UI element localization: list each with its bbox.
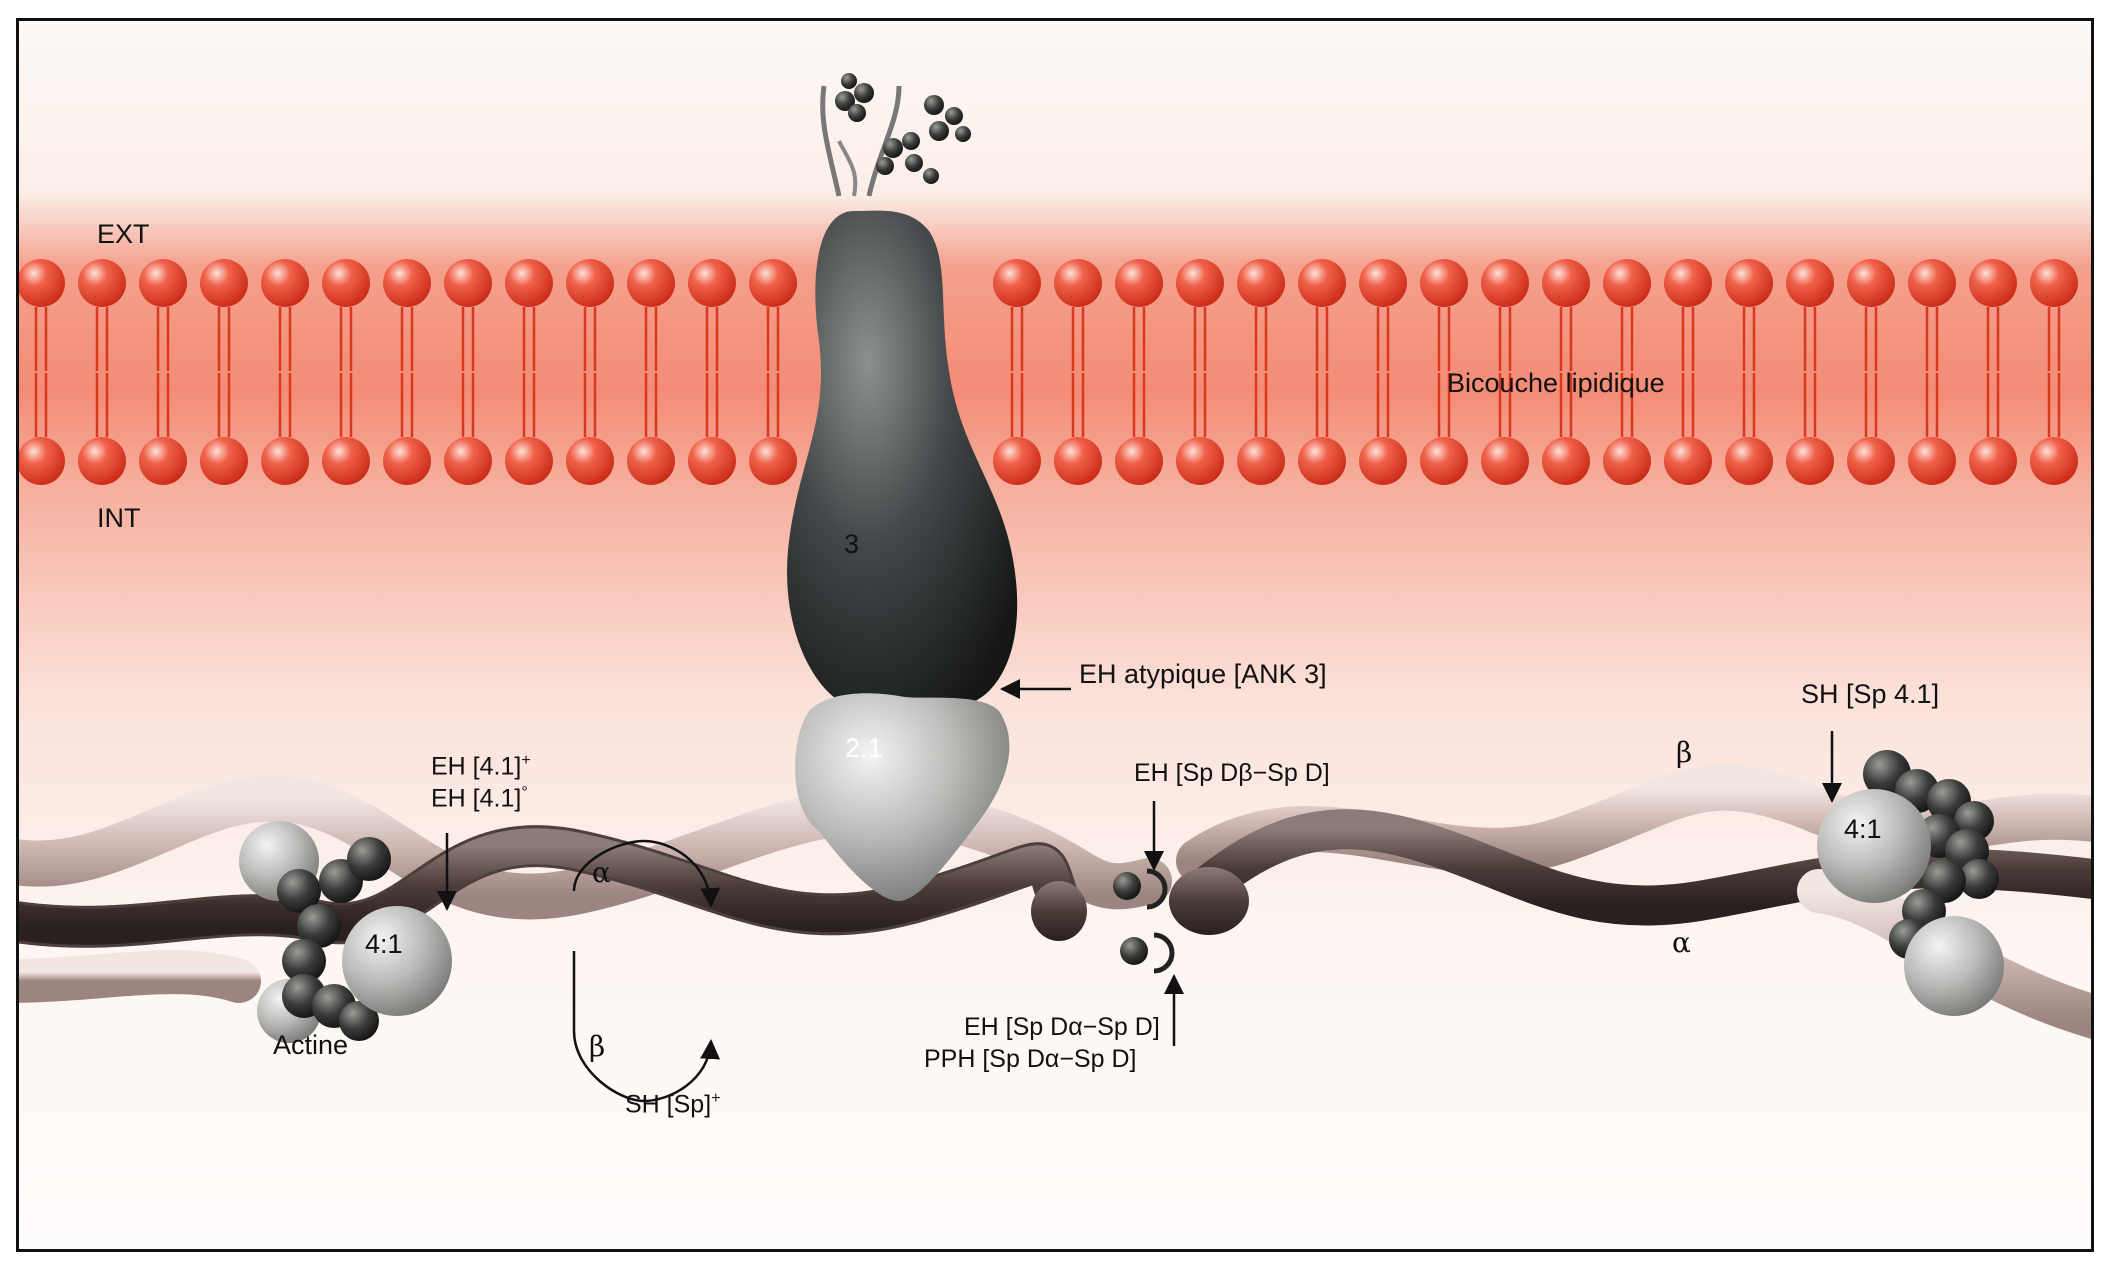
cytoplasm-background bbox=[19, 21, 2091, 1249]
lipid-head bbox=[383, 259, 431, 307]
lipid-head bbox=[749, 437, 797, 485]
actin-complex-left bbox=[239, 821, 452, 1043]
lipid-head bbox=[19, 259, 65, 307]
lipid-heads-outer-leaflet bbox=[19, 259, 2078, 307]
alpha-chain-right-label: α bbox=[1672, 926, 1691, 959]
lipid-head bbox=[139, 437, 187, 485]
lipid-head bbox=[505, 259, 553, 307]
lipid-head bbox=[1420, 437, 1468, 485]
lipid-head bbox=[1481, 437, 1529, 485]
eh-spdbeta-label: EH [Sp Dβ−Sp D] bbox=[1134, 759, 1330, 787]
lipid-head bbox=[1969, 437, 2017, 485]
pph-spdalpha-label: PPH [Sp Dα−Sp D] bbox=[924, 1045, 1137, 1073]
sh-sp-label: SH [Sp]+ bbox=[625, 1090, 721, 1119]
spectrin-heads-junction bbox=[1031, 867, 1249, 974]
intracellular-label: INT bbox=[97, 503, 141, 533]
lipid-head bbox=[200, 259, 248, 307]
band-4-1-left-label: 4:1 bbox=[365, 929, 403, 959]
annotation-arrows bbox=[437, 679, 1842, 1103]
actin-label: Actine bbox=[273, 1030, 349, 1060]
lipid-head bbox=[261, 259, 309, 307]
lipid-head bbox=[1054, 437, 1102, 485]
lipid-head bbox=[1847, 259, 1895, 307]
lipid-head bbox=[1908, 437, 1956, 485]
lipid-head bbox=[200, 437, 248, 485]
lipid-head bbox=[1786, 437, 1834, 485]
lipid-head bbox=[78, 437, 126, 485]
lipid-head bbox=[1176, 259, 1224, 307]
lipid-head bbox=[444, 259, 492, 307]
lipid-head bbox=[1420, 259, 1468, 307]
eh-atypique-ank3-label: EH atypique [ANK 3] bbox=[1079, 659, 1327, 689]
lipid-head bbox=[1603, 437, 1651, 485]
lipid-head bbox=[1847, 437, 1895, 485]
sh-sp41-label: SH [Sp 4.1] bbox=[1801, 679, 1940, 709]
lipid-head bbox=[1115, 259, 1163, 307]
lipid-head bbox=[1664, 437, 1712, 485]
lipid-head bbox=[1542, 259, 1590, 307]
lipid-head bbox=[1969, 259, 2017, 307]
lipid-head bbox=[1359, 437, 1407, 485]
lipid-head bbox=[566, 437, 614, 485]
lipid-head bbox=[261, 437, 309, 485]
lipid-head bbox=[139, 259, 187, 307]
lipid-head bbox=[627, 259, 675, 307]
lipid-head bbox=[1176, 437, 1224, 485]
lipid-head bbox=[444, 437, 492, 485]
lipid-head bbox=[566, 259, 614, 307]
lipid-head bbox=[322, 437, 370, 485]
lipid-head bbox=[2030, 259, 2078, 307]
membrane-cytoskeleton-diagram bbox=[19, 21, 2091, 1249]
lipid-heads-inner-leaflet bbox=[19, 437, 2078, 485]
band-2-1-label: 2.1 bbox=[845, 733, 883, 763]
lipid-head bbox=[78, 259, 126, 307]
lipid-head bbox=[1237, 259, 1285, 307]
lipid-head bbox=[1054, 259, 1102, 307]
beta-chain-right-label: β bbox=[1676, 736, 1693, 769]
lipid-head bbox=[1237, 437, 1285, 485]
lipid-head bbox=[1908, 259, 1956, 307]
lipid-head bbox=[1359, 259, 1407, 307]
lipid-head bbox=[1481, 259, 1529, 307]
lipid-head bbox=[688, 259, 736, 307]
lipid-head bbox=[2030, 437, 2078, 485]
lipid-head bbox=[993, 259, 1041, 307]
band-2-1-ankyrin bbox=[795, 693, 1010, 901]
lipid-head bbox=[1542, 437, 1590, 485]
lipid-head bbox=[1298, 437, 1346, 485]
lipid-head bbox=[1298, 259, 1346, 307]
extracellular-label: EXT bbox=[97, 219, 150, 249]
lipid-bilayer-label: Bicouche lipidique bbox=[1447, 368, 1665, 398]
lipid-head bbox=[1115, 437, 1163, 485]
lipid-head bbox=[1603, 259, 1651, 307]
lipid-head bbox=[322, 259, 370, 307]
glycan-chains bbox=[820, 73, 971, 197]
lipid-head bbox=[505, 437, 553, 485]
lipid-head bbox=[19, 437, 65, 485]
lipid-head bbox=[688, 437, 736, 485]
eh-41-zero-label: EH [4.1]° bbox=[431, 784, 528, 813]
lipid-head bbox=[1725, 437, 1773, 485]
lipid-head bbox=[1725, 259, 1773, 307]
band-4-1-right bbox=[1817, 789, 1931, 903]
lipid-head bbox=[1786, 259, 1834, 307]
eh-spdalpha-label: EH [Sp Dα−Sp D] bbox=[964, 1013, 1160, 1041]
band-4-1-right-label: 4:1 bbox=[1844, 814, 1882, 844]
lipid-head bbox=[1664, 259, 1712, 307]
beta-chain-left-label: β bbox=[589, 1030, 606, 1063]
lipid-head bbox=[749, 259, 797, 307]
lipid-head bbox=[383, 437, 431, 485]
figure-frame: EXT INT Bicouche lipidique 3 2.1 4:1 4:1… bbox=[16, 18, 2094, 1252]
actin-complex-right bbox=[1817, 750, 2004, 1016]
band-3-protein bbox=[787, 210, 1018, 715]
lipid-head bbox=[993, 437, 1041, 485]
eh-41-plus-label: EH [4.1]+ bbox=[431, 752, 531, 781]
alpha-chain-left-label: α bbox=[592, 856, 611, 889]
band-4-1-left bbox=[342, 906, 452, 1016]
lipid-tails bbox=[34, 307, 2061, 437]
band-3-label: 3 bbox=[844, 529, 860, 559]
lipid-head bbox=[627, 437, 675, 485]
